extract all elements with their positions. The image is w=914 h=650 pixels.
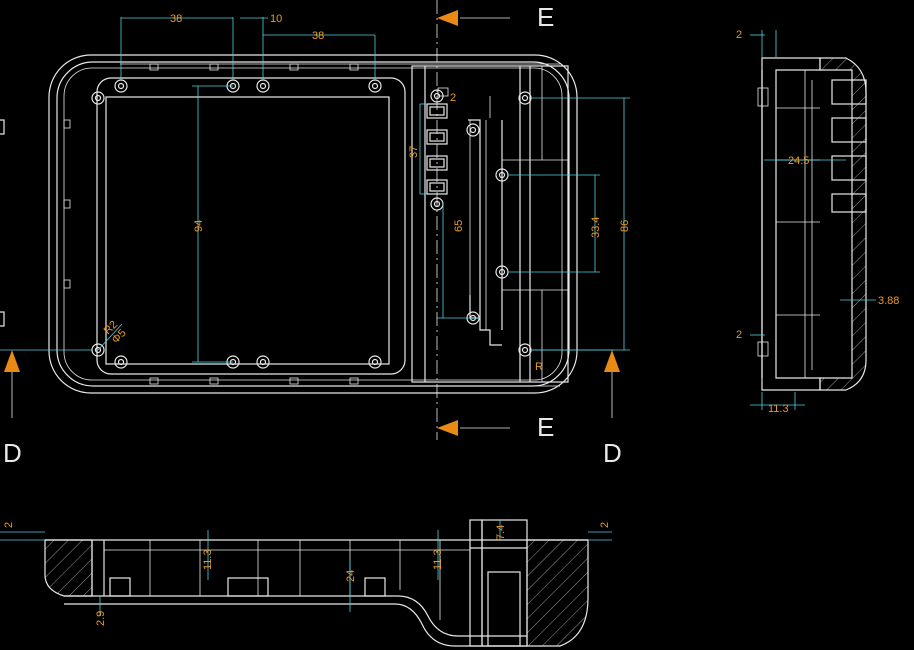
side-dim-24-5: 24.5 — [788, 155, 809, 167]
display-window — [96, 77, 406, 375]
display-opening — [105, 96, 390, 365]
dim-38-left: 38 — [170, 13, 182, 25]
dim-38-right: 38 — [312, 30, 324, 42]
side-dim-11-3: 11.3 — [768, 403, 789, 415]
bottom-dim-2-right: 2 — [599, 522, 611, 528]
dim-37: 37 — [408, 146, 420, 158]
dim-33-4: 33.4 — [590, 217, 602, 238]
section-label-d-right: D — [603, 438, 622, 468]
bottom-dim-7-4: 7.4 — [495, 525, 507, 540]
bottom-view: 2 11.3 24 11.3 7.4 2 2.9 — [0, 519, 612, 647]
arrow-e-bottom-icon — [437, 420, 458, 436]
section-label-d-left: D — [3, 438, 22, 468]
bottom-right-hatch — [526, 539, 589, 647]
side-dim-2-bottom: 2 — [736, 329, 742, 341]
dim-10: 10 — [270, 13, 282, 25]
bottom-left-hatch — [44, 539, 93, 597]
bottom-dim-11-3-left: 11.3 — [202, 549, 214, 570]
dim-2-front: 2 — [450, 92, 456, 104]
bottom-dim-11-3-right: 11.3 — [432, 549, 444, 570]
side-view: 2 24.5 3.88 2 11.3 — [736, 29, 899, 415]
dim-86: 86 — [619, 220, 631, 232]
front-dimension-lines — [0, 17, 630, 363]
battery-compartment — [411, 65, 569, 383]
arrow-d-left-icon — [4, 350, 20, 372]
dim-94: 94 — [193, 220, 205, 232]
section-label-e-bottom: E — [537, 412, 554, 442]
arrow-e-top-icon — [437, 10, 458, 26]
bottom-dim-24: 24 — [345, 570, 357, 582]
dim-65: 65 — [453, 220, 465, 232]
section-label-e-top: E — [537, 2, 554, 32]
side-dim-2-top: 2 — [736, 29, 742, 41]
side-dim-3-88: 3.88 — [878, 295, 899, 307]
arrow-d-right-icon — [604, 350, 620, 372]
dim-r: R — [535, 361, 543, 373]
front-view: 38 10 38 94 37 2 65 33.4 86 R2 Φ5 R — [0, 0, 631, 440]
bottom-dim-2-left: 2 — [3, 522, 15, 528]
section-markers: E E D D — [3, 2, 622, 468]
enclosure-outline — [48, 54, 578, 394]
bottom-dim-2-9: 2.9 — [95, 611, 107, 626]
